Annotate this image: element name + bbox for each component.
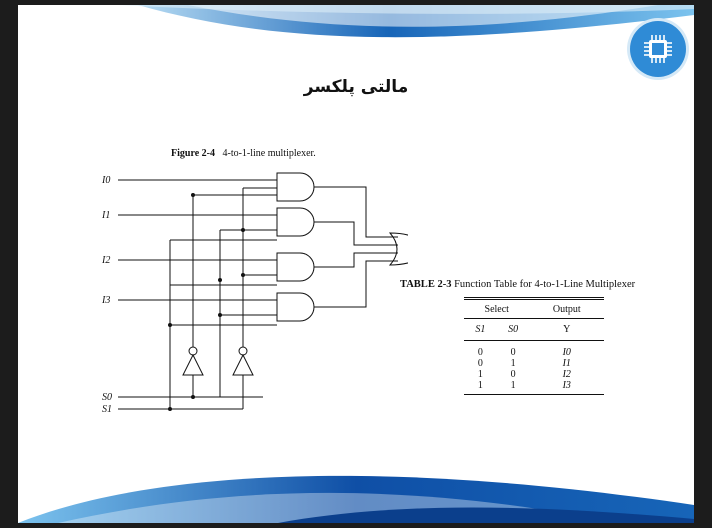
table-cell: 0: [510, 369, 516, 380]
chip-badge: [630, 21, 686, 77]
table-cell: I3: [529, 380, 604, 395]
slide: مالتی پلکسر Figure 2-4 4-to-1-line multi…: [18, 5, 694, 523]
table-row: 1 1 I3: [464, 380, 604, 395]
figure-caption: Figure 2-4 4-to-1-line multiplexer.: [171, 148, 316, 159]
bottom-wave-decoration: [18, 475, 694, 523]
table-caption-label: TABLE 2-3: [400, 279, 452, 290]
top-wave-decoration: [18, 5, 694, 38]
mux-circuit-diagram: I0 I1 I2 I3 S0 S1 Y: [101, 172, 408, 415]
table-cell: I2: [562, 369, 571, 380]
figure-caption-text: 4-to-1-line multiplexer.: [222, 148, 316, 159]
input-label-i3: I3: [101, 295, 110, 306]
table-caption: TABLE 2-3 Function Table for 4-to-1-Line…: [400, 279, 635, 290]
column-header-s0: S0: [496, 318, 530, 341]
column-header-s1: S1: [464, 318, 497, 341]
input-label-i1: I1: [101, 210, 110, 221]
table-row: 1 0 I2: [464, 369, 604, 380]
column-header-y: Y: [529, 318, 604, 341]
input-label-i0: I0: [101, 175, 110, 186]
table-row: 0 1 I1: [464, 358, 604, 369]
table-cell: 0: [510, 347, 516, 358]
select-label-s1: S1: [102, 404, 112, 415]
table-cell: 1: [496, 380, 530, 395]
function-table: Select Output S1 S0 Y 0 0 I0 0 1 I1 1 0 …: [464, 297, 604, 395]
figure-caption-label: Figure 2-4: [171, 148, 215, 159]
slide-title: مالتی پلکسر: [303, 77, 409, 97]
table-caption-text: Function Table for 4-to-1-Line Multiplex…: [454, 279, 636, 290]
table-cell: I1: [562, 358, 571, 369]
table-cell: I0: [562, 347, 571, 358]
group-header-select: Select: [464, 297, 530, 319]
group-header-output: Output: [529, 297, 604, 319]
table-cell: 1: [464, 380, 497, 395]
select-label-s0: S0: [102, 392, 112, 403]
table-cell: 1: [510, 358, 516, 369]
table-row: 0 0 I0: [464, 341, 604, 358]
table-cell: 0: [477, 347, 483, 358]
input-label-i2: I2: [101, 255, 110, 266]
microchip-icon: [644, 35, 672, 63]
table-cell: 0: [477, 358, 483, 369]
table-cell: 1: [477, 369, 483, 380]
